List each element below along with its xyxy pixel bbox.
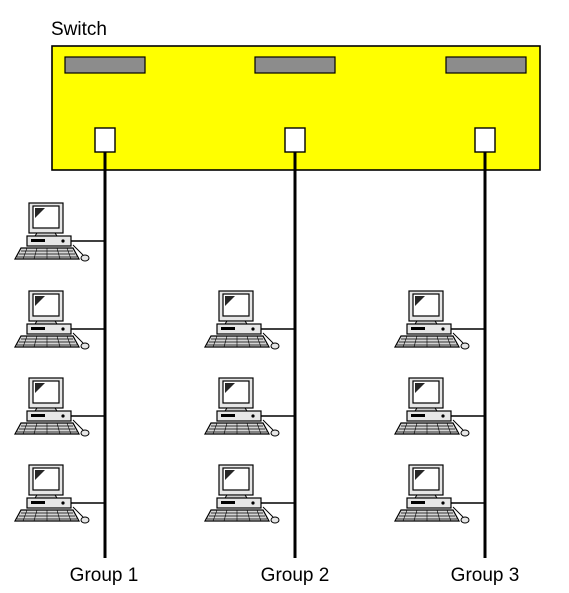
group-label-2: Group 2	[260, 565, 330, 586]
switch-port-2	[284, 127, 306, 153]
group-2-computers	[204, 290, 295, 524]
computer-icon	[394, 290, 470, 350]
computer-icon	[394, 464, 470, 524]
computer-icon	[14, 464, 90, 524]
group-1-computers	[14, 202, 105, 524]
computer-icon	[204, 377, 280, 437]
switch-slot-3	[445, 56, 527, 74]
computer-icon	[14, 290, 90, 350]
computer-icon	[204, 464, 280, 524]
computer-icon	[14, 377, 90, 437]
switch-port-1	[94, 127, 116, 153]
switch-slot-2	[254, 56, 336, 74]
computer-icon	[204, 290, 280, 350]
computer-icon	[14, 202, 90, 262]
switch-label: Switch	[51, 19, 107, 40]
group-label-1: Group 1	[69, 565, 139, 586]
group-label-3: Group 3	[450, 565, 520, 586]
group-3-computers	[394, 290, 485, 524]
switch-port-3	[474, 127, 496, 153]
computer-icon	[394, 377, 470, 437]
switch-slot-1	[64, 56, 146, 74]
